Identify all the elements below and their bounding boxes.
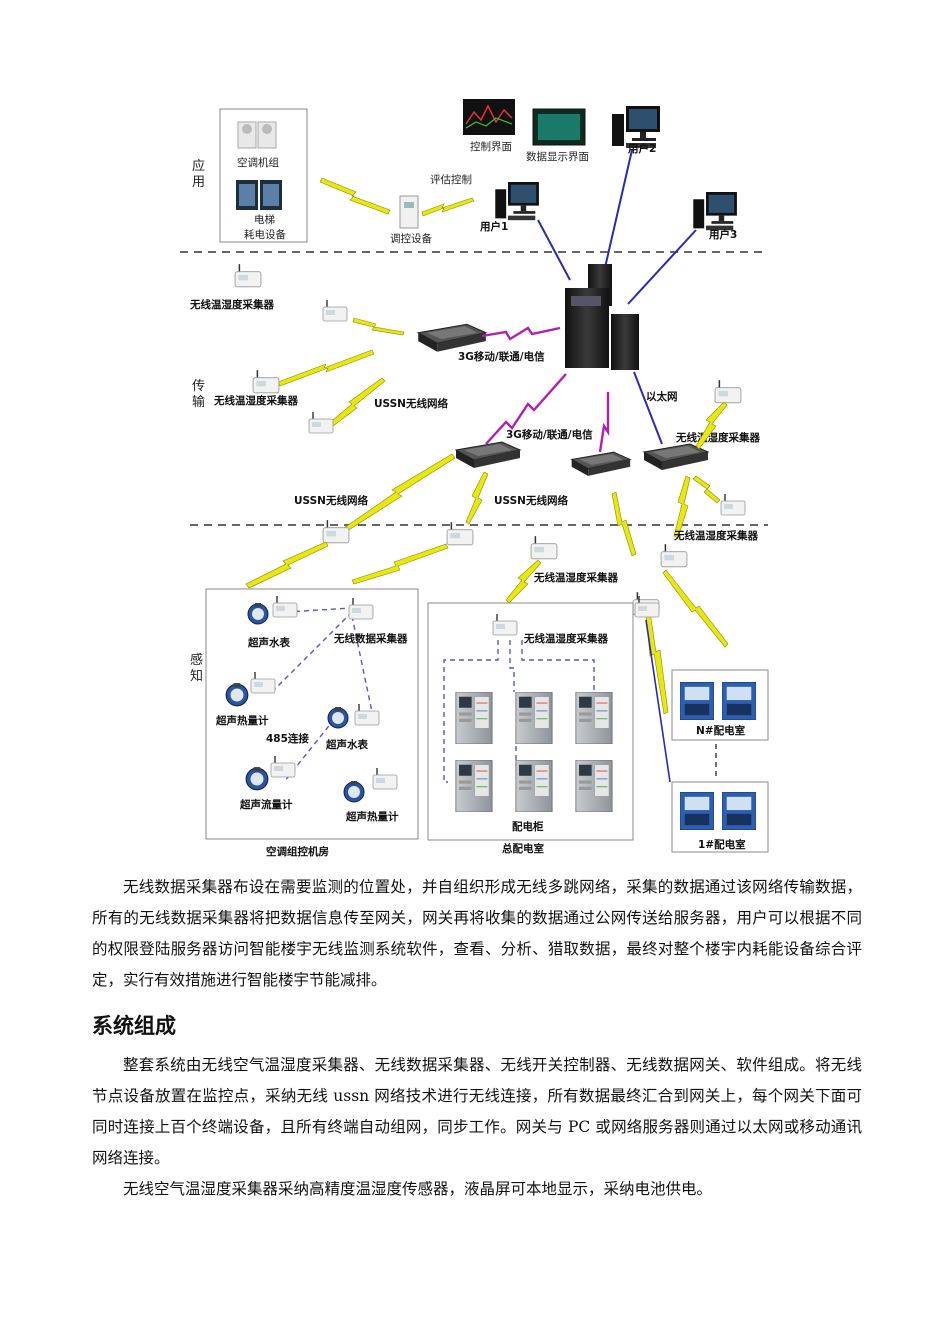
power-equipment-box [219, 108, 308, 243]
ultrasonic-water-meter-icon-1 [247, 602, 269, 625]
wireless-node-icon-e [322, 520, 350, 544]
control-interface-screen [463, 99, 515, 135]
control-device-icon [399, 195, 419, 229]
blue-panel-icon-3 [680, 792, 714, 830]
rs485-label: 485连接 [266, 732, 309, 745]
wireless-node-icon-l [354, 704, 380, 726]
wireless-node-icon-o [634, 596, 660, 618]
ultra-water-label-1: 超声水表 [247, 636, 290, 649]
layer-transmission-label: 传输 [192, 379, 205, 410]
wireless-node-icon-c [714, 380, 742, 404]
switch-cabinet-icon-1 [455, 692, 493, 744]
th-collector-label-2: 无线温湿度采集器 [213, 394, 298, 407]
layer-application-label: 应用 [192, 158, 205, 190]
control-interface-label: 控制界面 [470, 140, 512, 153]
ultrasonic-heat-meter-icon-2 [343, 780, 365, 803]
system-architecture-diagram: 应用 传输 感知 空调机组 电梯 耗电设备 调控设备 评估控制 控制界面 数据显… [176, 92, 776, 864]
control-device-label: 调控设备 [390, 232, 432, 245]
wireless-th-collector-icon-1 [234, 264, 262, 288]
th-collector-label-5: 无线温湿度采集器 [533, 571, 618, 584]
gateway-icon-2 [455, 441, 521, 469]
user1-label: 用户1 [479, 220, 508, 233]
data-collector-icon [348, 598, 374, 620]
ultra-heat-label-2: 超声热量计 [345, 810, 399, 823]
blue-panel-icon-1 [680, 682, 714, 720]
ussn-label-3: USSN无线网络 [494, 494, 568, 507]
ultrasonic-water-meter-icon-2 [327, 706, 349, 729]
wireless-node-icon-g [530, 536, 558, 560]
n-switch-room-box [671, 669, 769, 741]
power-devices-label: 耗电设备 [244, 228, 286, 241]
wireless-th-collector-icon-2 [252, 370, 280, 394]
server-cluster-icon [565, 264, 639, 370]
architecture-description-paragraph: 无线数据采集器布设在需要监测的位置处，并自组织形成无线多跳网络，采集的数据通过该… [92, 878, 862, 989]
wireless-node-icon-k [250, 672, 276, 694]
ultrasonic-heat-meter-icon-1 [225, 682, 249, 707]
ultra-flow-label: 超声流量计 [239, 798, 293, 811]
ethernet-label: 以太网 [646, 390, 678, 403]
wireless-node-icon-m [270, 756, 296, 778]
section-heading: 系统组成 [92, 1014, 176, 1038]
ultrasonic-flow-meter-icon [245, 766, 269, 791]
th-collector-label-6: 无线温湿度采集器 [523, 632, 608, 645]
data-display-label: 数据显示界面 [526, 150, 589, 163]
wireless-node-icon-h [660, 544, 688, 568]
system-composition-paragraph: 整套系统由无线空气温湿度采集器、无线数据采集器、无线开关控制器、无线数据网关、软… [92, 1056, 862, 1167]
ussn-label-2: USSN无线网络 [294, 494, 368, 507]
blue-panel-icon-4 [722, 792, 756, 830]
user1-computer-icon [495, 182, 539, 221]
ultra-water-label-2: 超声水表 [325, 738, 368, 751]
main-switch-room-box [427, 602, 634, 841]
elevator-icon [236, 180, 282, 210]
main-room-label: 总配电室 [502, 842, 544, 855]
user3-label: 用户3 [708, 228, 737, 241]
switch-cabinet-icon-4 [455, 760, 493, 812]
switch-cabinet-icon-2 [515, 692, 553, 744]
room1-label: 1#配电室 [698, 838, 746, 851]
switch-cabinet-label: 配电柜 [512, 820, 544, 833]
th-collector-label-1: 无线温湿度采集器 [189, 298, 274, 311]
th-collector-label-3: 无线温湿度采集器 [675, 431, 760, 444]
wireless-node-icon-n [372, 768, 398, 790]
gateway-icon-3 [571, 451, 631, 477]
sensor-description-paragraph: 无线空气温湿度采集器采纳高精度温湿度传感器，液晶屏可本地显示，采纳电池供电。 [123, 1180, 713, 1198]
ultra-heat-label-1: 超声热量计 [215, 714, 269, 727]
gateway-3g-label-1: 3G移动/联通/电信 [458, 350, 545, 363]
ac-unit-icon [237, 121, 277, 149]
th-collector-label-4: 无线温湿度采集器 [673, 529, 758, 542]
room1-box [671, 781, 769, 853]
ac-unit-label: 空调机组 [237, 156, 279, 169]
n-room-label: N#配电室 [696, 724, 746, 737]
layer-perception-label: 感知 [190, 652, 203, 684]
ussn-label-1: USSN无线网络 [374, 397, 448, 410]
switch-cabinet-icon-5 [515, 760, 553, 812]
elevator-label: 电梯 [254, 213, 275, 226]
wireless-node-icon-b [308, 412, 334, 434]
ac-control-room-box [205, 588, 419, 840]
ac-room-label: 空调组控机房 [266, 845, 329, 858]
switch-cabinet-icon-6 [575, 760, 613, 812]
user2-label: 用户2 [627, 142, 656, 155]
wireless-th-collector-icon-6 [492, 614, 518, 636]
user2-computer-icon [612, 106, 660, 148]
gateway-3g-icon-1 [417, 323, 487, 353]
data-display-screen [532, 108, 586, 146]
data-collector-label: 无线数据采集器 [333, 632, 408, 645]
blue-panel-icon-2 [722, 682, 756, 720]
gateway-3g-label-2: 3G移动/联通/电信 [506, 428, 593, 441]
eval-control-label: 评估控制 [430, 173, 472, 186]
wireless-node-icon-a [322, 300, 348, 322]
wireless-node-icon-j [272, 596, 298, 618]
wireless-node-icon-d [720, 494, 746, 516]
switch-cabinet-icon-3 [575, 692, 613, 744]
user3-computer-icon [693, 192, 737, 231]
